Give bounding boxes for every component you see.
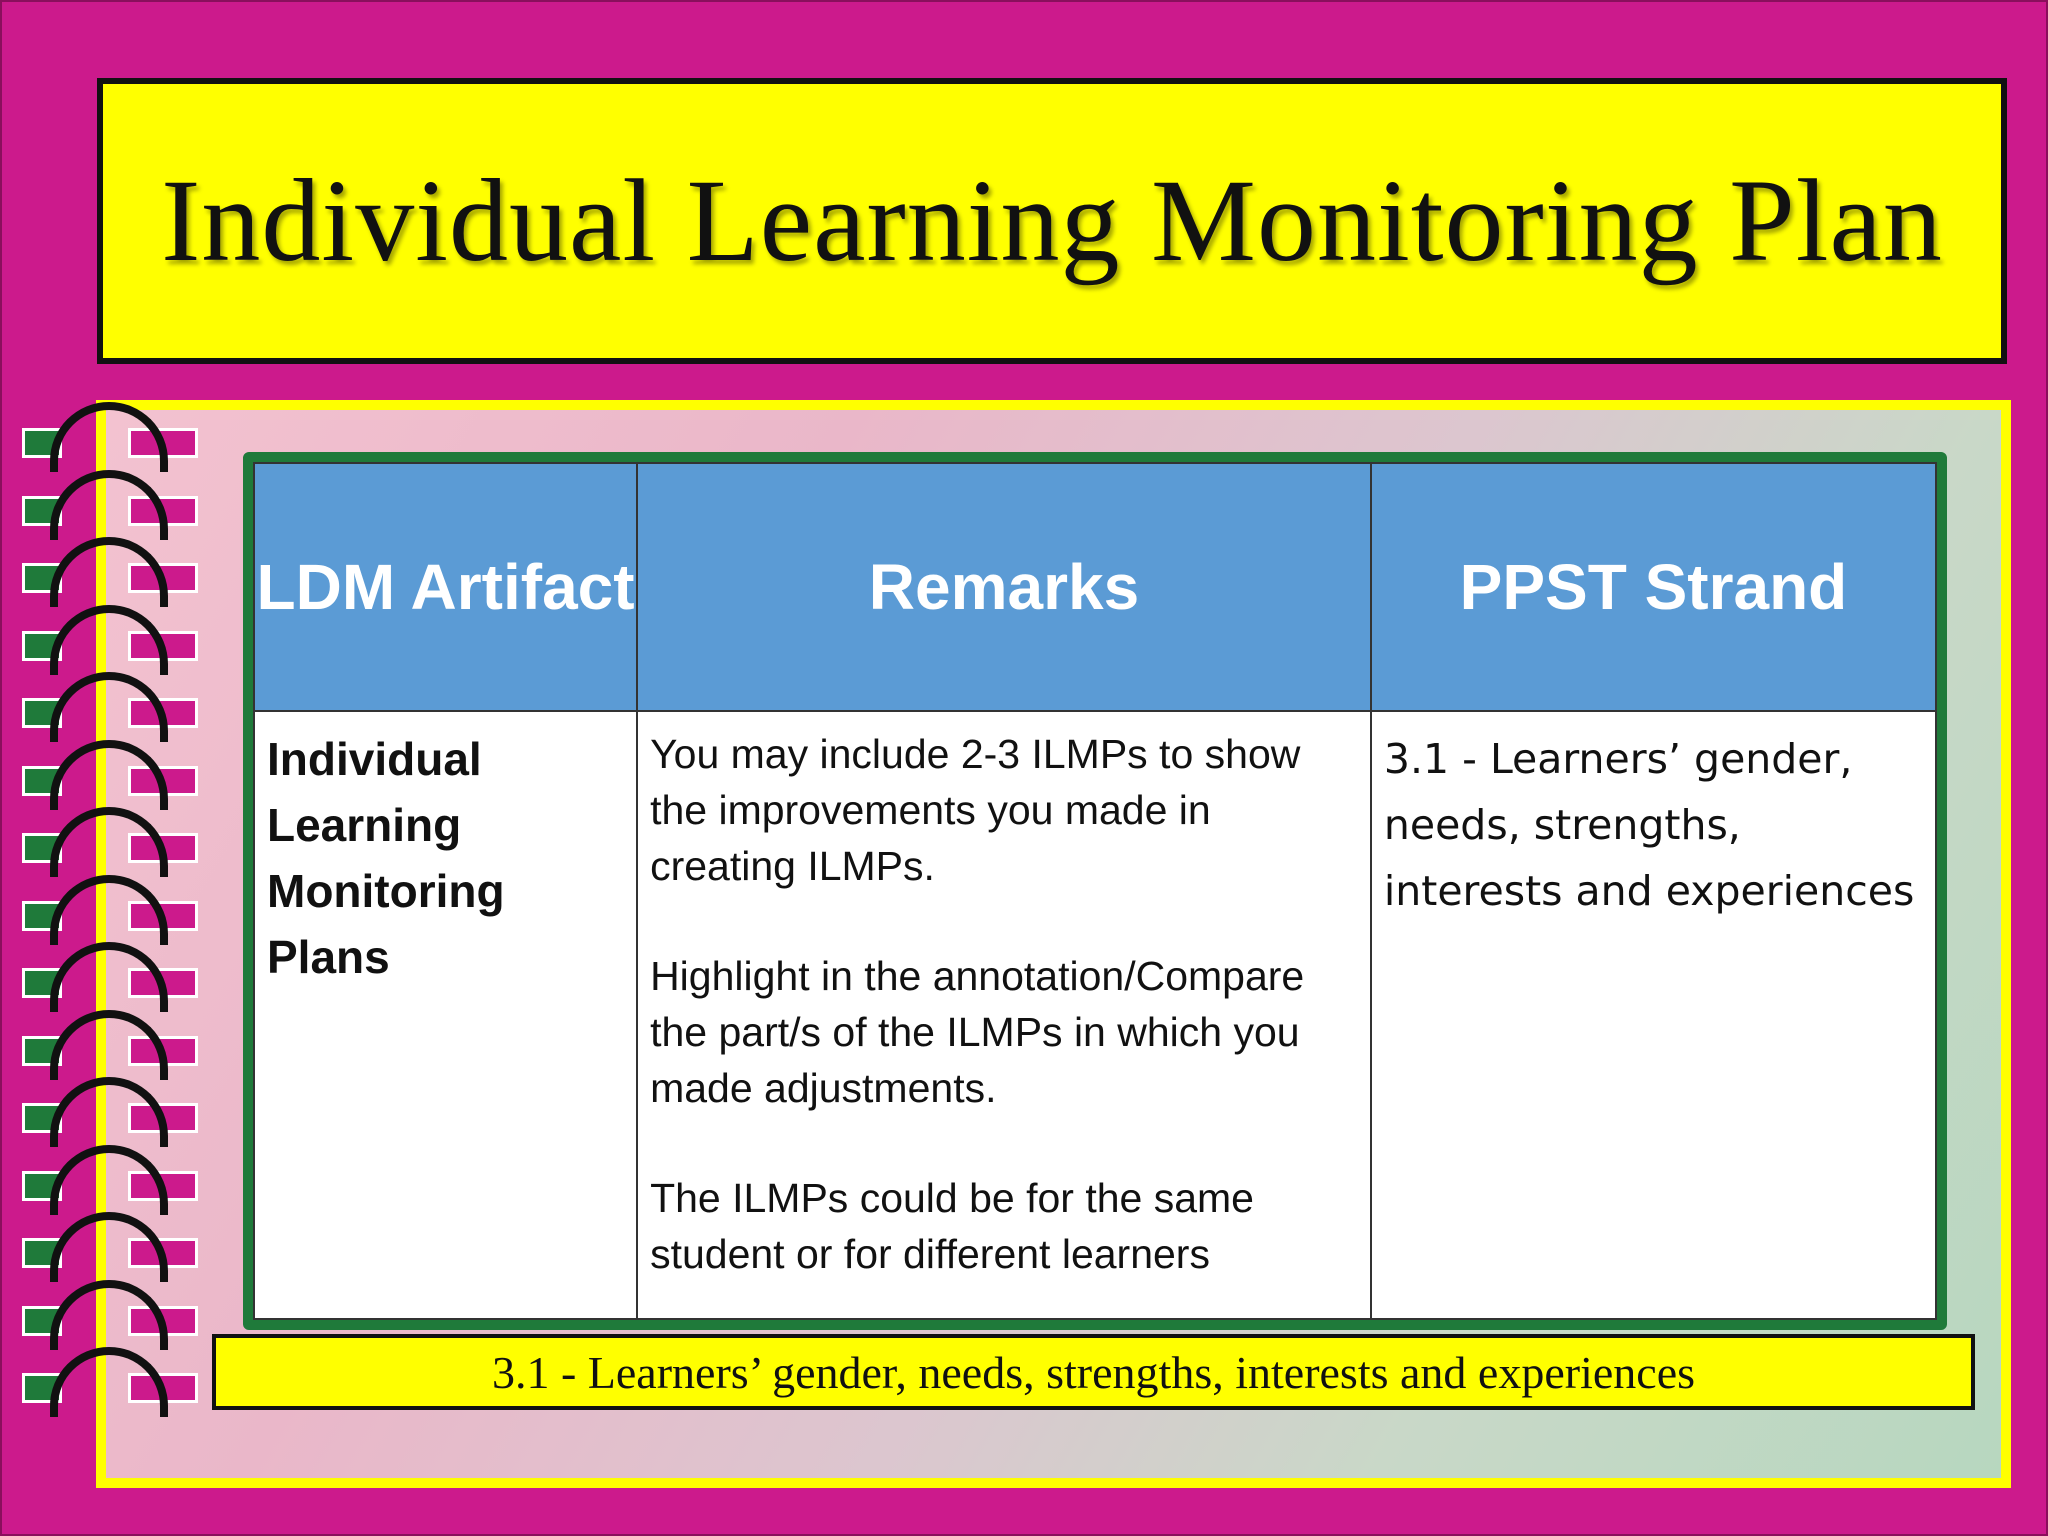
spiral-binding-ring-icon (22, 874, 198, 945)
remarks-paragraph: The ILMPs could be for the same student … (650, 1175, 1254, 1277)
spiral-binding-ring-icon (22, 1347, 198, 1417)
spiral-binding-ring-icon (22, 402, 198, 472)
slide-title: Individual Learning Monitoring Plan (161, 155, 1943, 286)
spiral-binding-ring-icon (22, 1144, 198, 1215)
spiral-binding-ring-icon (22, 739, 198, 810)
spiral-binding-ring-icon (22, 807, 198, 877)
spiral-binding-ring-icon (22, 1212, 198, 1282)
header-ppst-strand: PPST Strand (1369, 462, 1938, 712)
title-banner: Individual Learning Monitoring Plan (97, 78, 2007, 364)
spiral-binding-ring-icon (22, 469, 198, 540)
header-ldm-artifact: LDM Artifact (252, 462, 639, 712)
table-frame: LDM Artifact Remarks PPST Strand Individ… (243, 452, 1947, 1330)
cell-ppst-strand: 3.1 - Learners’ gender, needs, strengths… (1369, 710, 1938, 1320)
spiral-binding-ring-icon (22, 1077, 198, 1147)
spiral-binding-ring-icon (22, 537, 198, 607)
spiral-binding-ring-icon (22, 942, 198, 1012)
footer-banner: 3.1 - Learners’ gender, needs, strengths… (212, 1334, 1975, 1410)
cell-artifact: Individual Learning Monitoring Plans (252, 710, 639, 1320)
remarks-paragraph: You may include 2-3 ILMPs to show the im… (650, 731, 1301, 889)
spiral-binding-ring-icon (22, 604, 198, 675)
cell-remarks: You may include 2-3 ILMPs to show the im… (636, 710, 1372, 1320)
footer-text: 3.1 - Learners’ gender, needs, strengths… (491, 1346, 1696, 1398)
remarks-paragraph: Highlight in the annotation/Compare the … (650, 953, 1305, 1111)
ldm-table: LDM Artifact Remarks PPST Strand Individ… (252, 462, 1938, 1320)
spiral-binding-ring-icon (22, 1279, 198, 1350)
table-header-row: LDM Artifact Remarks PPST Strand (252, 462, 1938, 712)
spiral-binding-ring-icon (22, 672, 198, 742)
header-remarks: Remarks (636, 462, 1372, 712)
spiral-binding-ring-icon (22, 1009, 198, 1080)
table-row: Individual Learning Monitoring Plans You… (252, 710, 1938, 1320)
